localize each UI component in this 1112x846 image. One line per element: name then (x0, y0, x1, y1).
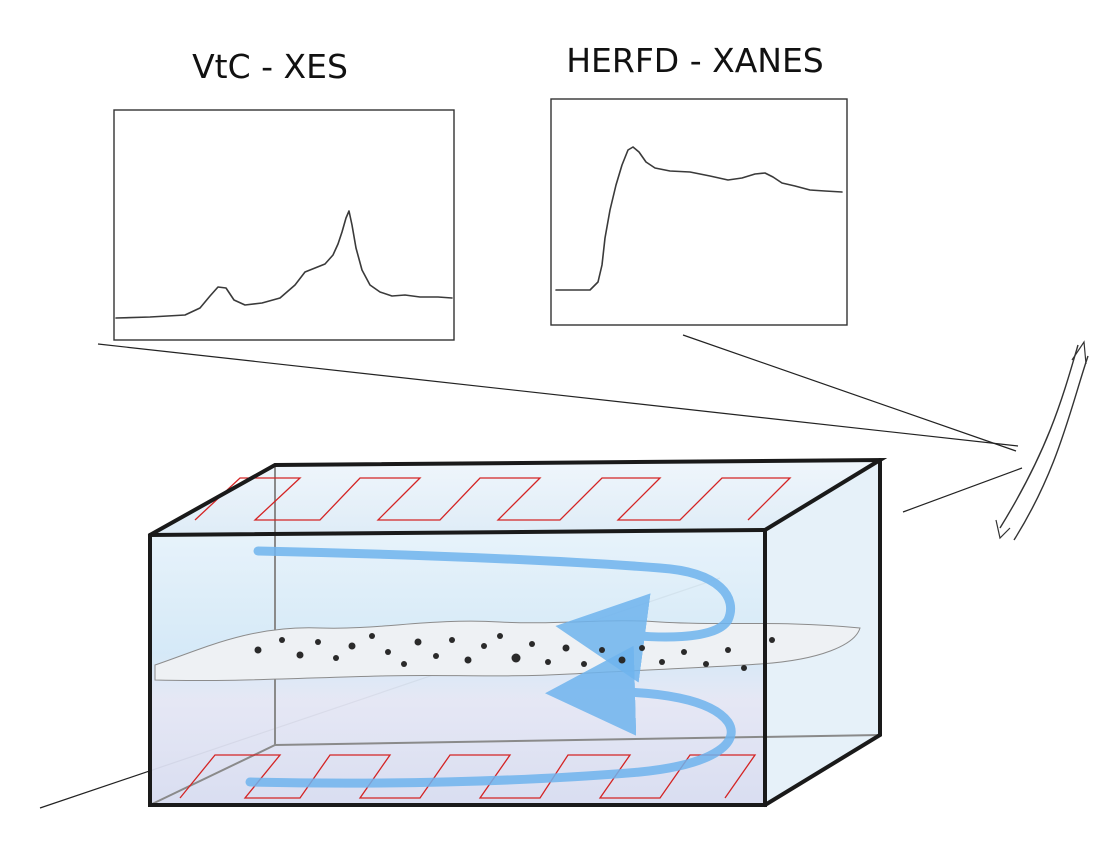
vtc-xes-frame (113, 109, 455, 341)
curved-analyzer-crystal-icon (995, 340, 1089, 541)
projection-line-right (682, 334, 1017, 452)
cell-top-edges (148, 457, 888, 537)
cell-right-edges (763, 458, 882, 807)
vtc-xes-panel (113, 109, 455, 341)
herfd-xanes-spectrum (555, 146, 843, 291)
cell-top-face (150, 460, 880, 535)
projection-line-left (97, 343, 1019, 447)
bottom-heating-element-icon (179, 754, 757, 799)
flow-arrow-icon (253, 546, 736, 683)
reaction-cell (148, 457, 888, 807)
herfd-xanes-panel (550, 98, 848, 326)
vtc-xes-title: VtC - XES (192, 47, 348, 86)
heating-element-icon (194, 477, 792, 521)
cell-hidden-edge-bottom (274, 734, 881, 746)
vtc-xes-spectrum (115, 210, 453, 319)
emission-line (902, 467, 1023, 513)
return-flow-arrow-icon (245, 645, 736, 788)
catalyst-particles (254, 633, 775, 671)
herfd-xanes-frame (550, 98, 848, 326)
herfd-xanes-title: HERFD - XANES (566, 41, 824, 80)
